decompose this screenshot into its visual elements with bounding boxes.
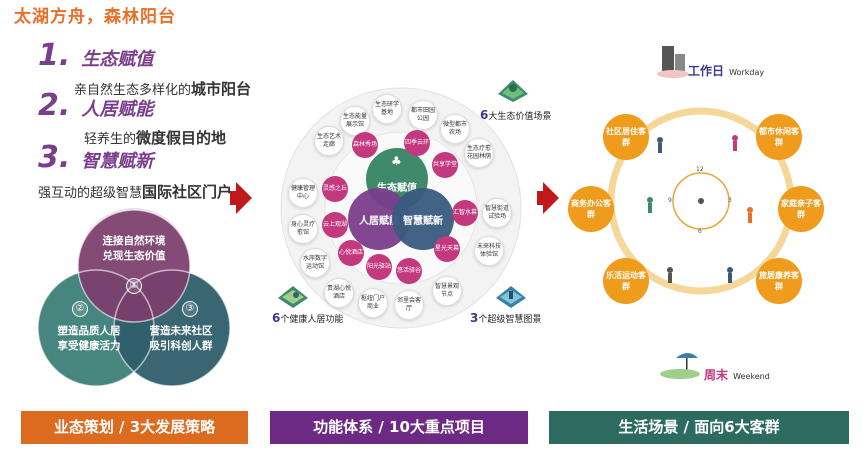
clock-6: 6 <box>698 228 702 235</box>
workday-cn: 工作日 <box>688 64 725 78</box>
clock-12: 12 <box>696 166 704 173</box>
bubble-14: 心悦酒店 <box>338 240 364 266</box>
group-business: 商务办公客群 <box>568 186 614 232</box>
venn-right-text: 营造未来社区 吸引科创人群 <box>149 325 213 352</box>
clock-9: 9 <box>668 197 672 204</box>
value-1-desc-text: 亲自然生态多样化的 <box>74 83 192 98</box>
bubble-15: 阳光驿站 <box>366 254 392 280</box>
value-1-desc: 亲自然生态多样化的城市阳台 <box>74 78 251 99</box>
eco-scene-text: 大生态价值场景 <box>488 112 552 122</box>
group-community: 社区居住客群 <box>603 114 649 160</box>
bubble-4: 生态能量展示馆 <box>340 106 370 136</box>
bubble-17: 贵湖心悦酒店 <box>324 278 354 308</box>
bubble-7: 四季云环 <box>404 130 430 156</box>
eco-scene-label: 6大生态价值场景 <box>480 108 551 122</box>
bubble-13: 水岸数字运动馆 <box>300 248 330 278</box>
value-2-number: 2. <box>38 88 71 123</box>
value-2-desc-text: 轻养生的 <box>84 132 137 147</box>
venn-diagram: 连接自然环境 兑现生态价值 ① ② ③ 塑造品质人居 享受健康活力 营造未来社区… <box>24 206 244 406</box>
bubble-16: 悠活驿谷 <box>396 258 422 284</box>
health-scene-icon <box>276 282 310 310</box>
venn-top-text: 连接自然环境 兑现生态价值 <box>102 235 166 262</box>
bubble-1: 都市田园公园 <box>408 100 438 130</box>
weekend-en: Weekend <box>733 372 770 381</box>
weekend-cn: 周末 <box>704 368 729 382</box>
center-eco-label: 生态赋值 <box>377 182 417 194</box>
group-urban-leisure: 都市休闲客群 <box>756 114 802 160</box>
banner-strategy: 业态策划 / 3大发展策略 <box>21 411 248 444</box>
function-system-diagram: 生态赋值 ♣ 人居赋能 智慧赋新 生态研学基地 都市田园公园 微型都市农场 生态… <box>268 76 534 340</box>
bubble-12: 云上观湖 <box>322 212 348 238</box>
eco-scene-count: 6 <box>480 108 489 122</box>
value-3-number: 3. <box>38 140 71 175</box>
people-illustrations <box>640 120 760 290</box>
bubble-18: 枢纽门户商业 <box>358 288 388 318</box>
health-scene-text: 个健康人居功能 <box>280 315 344 325</box>
venn-right-number: ③ <box>182 301 198 317</box>
venn-left-text: 塑造品质人居 享受健康活力 <box>57 325 121 352</box>
flow-arrow-1 <box>236 182 252 214</box>
weekend-icon <box>658 346 702 380</box>
bubble-2: 微型都市农场 <box>440 114 470 144</box>
value-1-desc-bold: 城市阳台 <box>191 80 252 98</box>
smart-scene-text: 个超级智慧图景 <box>478 315 542 325</box>
flow-arrow-2-tail <box>537 191 545 205</box>
bubble-22: 星光天幕 <box>434 236 460 262</box>
bubble-21: 汇智水幕 <box>452 200 478 226</box>
value-2: 2. 人居赋能 <box>38 88 153 123</box>
value-1-title: 生态赋值 <box>81 49 154 70</box>
bubble-0: 生态研学基地 <box>372 94 402 124</box>
smart-scene-label: 3个超级智慧图景 <box>470 311 541 325</box>
workday-icon <box>656 42 690 78</box>
venn-top-number: ① <box>126 278 142 294</box>
health-scene-label: 6个健康人居功能 <box>272 311 343 325</box>
bubble-19: 邻里会客厅 <box>394 290 424 320</box>
value-2-title: 人居赋能 <box>81 99 154 120</box>
health-scene-count: 6 <box>272 311 281 325</box>
group-family: 家庭亲子客群 <box>778 186 824 232</box>
page-title: 太湖方舟，森林阳台 <box>14 7 176 27</box>
value-3-desc: 强互动的超级智慧国际社区门户 <box>38 181 232 202</box>
bubble-10: 灵感之丘 <box>322 176 348 202</box>
value-1-number: 1. <box>38 38 71 73</box>
eco-scene-icon <box>496 76 530 104</box>
group-sports: 乐活运动客群 <box>603 258 649 304</box>
smart-scene-count: 3 <box>470 311 479 325</box>
group-wellness: 旅居康养客群 <box>756 258 802 304</box>
center-living-label: 人居赋能 <box>359 215 399 227</box>
bubble-5: 生态艺术走廊 <box>314 126 344 156</box>
tree-icon: ♣ <box>391 154 402 168</box>
venn-shapes <box>37 208 231 387</box>
bubble-23: 智慧街道试验场 <box>482 198 512 228</box>
bubble-20: 智慧景观节点 <box>432 276 462 306</box>
flow-arrow-2 <box>543 182 559 214</box>
clock-3: 3 <box>728 197 732 204</box>
bubble-3: 生态疗愈花园林荫 <box>464 138 494 168</box>
value-1: 1. 生态赋值 <box>38 38 153 73</box>
bubble-9: 健康管理中心 <box>288 178 318 208</box>
venn-left-number: ② <box>72 301 88 317</box>
banner-scenes: 生活场景 / 面向6大客群 <box>549 411 849 444</box>
workday-label: 工作日 Workday <box>688 60 764 79</box>
value-2-desc: 轻养生的微度假目的地 <box>84 127 226 148</box>
workday-en: Workday <box>729 68 765 77</box>
banner-functions: 功能体系 / 10大重点项目 <box>270 411 528 444</box>
value-3-title: 智慧赋新 <box>81 151 154 172</box>
value-2-desc-bold: 微度假目的地 <box>136 129 227 147</box>
smart-scene-icon <box>494 282 528 310</box>
center-smart-label: 智慧赋新 <box>403 215 443 227</box>
venn-circle-top <box>78 210 190 322</box>
flow-arrow-1-tail <box>230 191 238 205</box>
bubble-11: 身心灵疗愈馆 <box>288 214 318 244</box>
value-3-desc-bold: 国际社区门户 <box>142 183 233 201</box>
value-3: 3. 智慧赋新 <box>38 140 153 175</box>
bubble-24: 未来科技体验馆 <box>474 236 504 266</box>
weekend-label: 周末 Weekend <box>704 364 770 383</box>
value-3-desc-text: 强互动的超级智慧 <box>38 186 143 201</box>
bubble-6: 森林秀场 <box>352 132 378 158</box>
bubble-8: 共享学堂 <box>432 152 458 178</box>
